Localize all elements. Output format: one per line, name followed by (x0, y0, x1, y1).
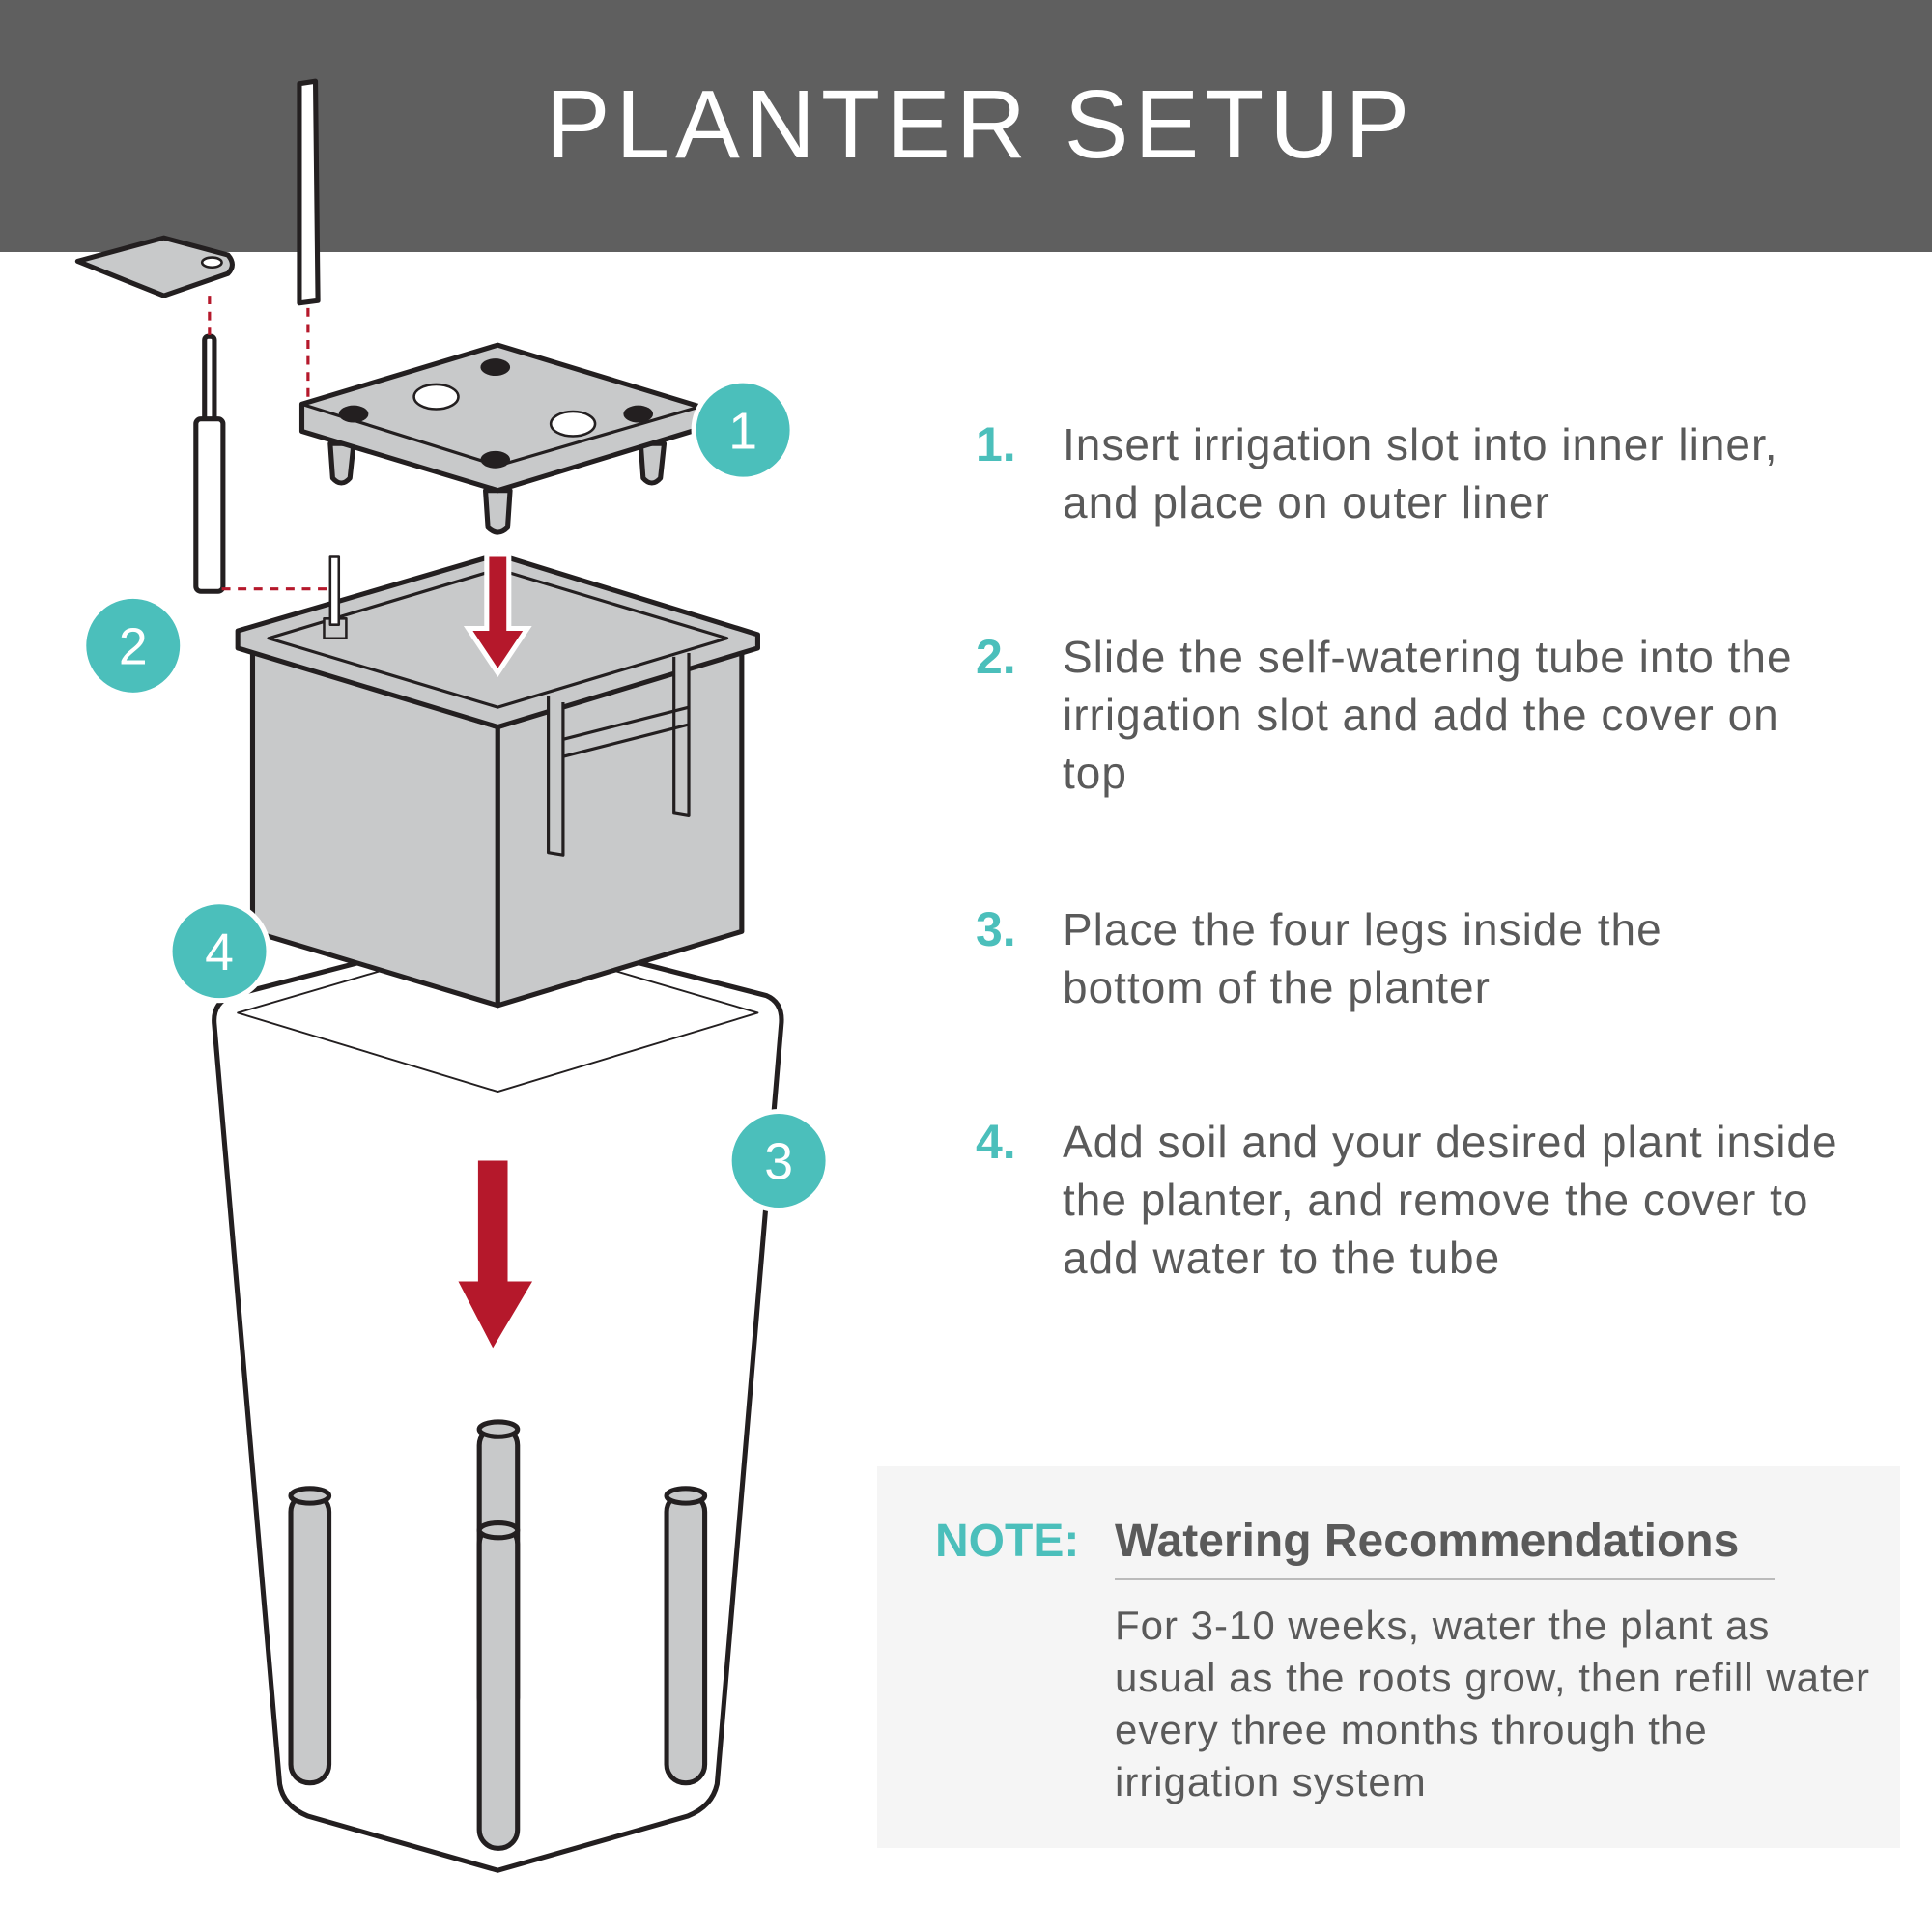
down-arrow-lower (458, 1160, 533, 1349)
badge-1-label: 1 (728, 403, 757, 460)
watering-tube (193, 333, 226, 594)
step-text: Slide the self-watering tube into the ir… (1063, 632, 1793, 798)
irrigation-slot (297, 78, 321, 306)
step-number: 1. (976, 417, 1016, 471)
page-title: PLANTER SETUP (545, 71, 1416, 179)
note-divider (1115, 1578, 1775, 1580)
badge-1 (691, 378, 795, 482)
planter-legs (288, 1419, 708, 1851)
step-text: Place the four legs inside the bottom of… (1063, 904, 1662, 1012)
note-label: NOTE: (935, 1516, 1080, 1567)
note-box: NOTE: Watering Recommendations For 3-10 … (877, 1466, 1900, 1848)
note-title: Watering Recommendations (1115, 1516, 1740, 1567)
step-2: 2. Slide the self-watering tube into the… (976, 628, 1903, 802)
badge-2-label: 2 (119, 619, 148, 676)
header-banner: PLANTER SETUP (0, 0, 1932, 252)
step-3: 3. Place the four legs inside the bottom… (976, 900, 1903, 1016)
badge-4-label: 4 (205, 924, 234, 981)
step-text: Insert irrigation slot into inner liner,… (1063, 419, 1778, 527)
step-number: 3. (976, 902, 1016, 956)
badge-3-label: 3 (764, 1134, 793, 1191)
step-number: 2. (976, 630, 1016, 684)
badge-4 (167, 899, 271, 1004)
outer-planter (212, 923, 784, 1873)
step-text: Add soil and your desired plant inside t… (1063, 1117, 1838, 1283)
note-body: For 3-10 weeks, water the plant as usual… (1115, 1603, 1871, 1804)
step-4: 4. Add soil and your desired plant insid… (976, 1113, 1903, 1287)
badge-2 (81, 593, 185, 697)
step-number: 4. (976, 1115, 1016, 1169)
tube-cover (74, 235, 235, 298)
down-arrow-upper (463, 552, 532, 678)
irrigation-tray (298, 342, 703, 535)
step-1: 1. Insert irrigation slot into inner lin… (976, 415, 1903, 531)
guide-lines (208, 296, 328, 591)
badge-3 (726, 1108, 831, 1213)
